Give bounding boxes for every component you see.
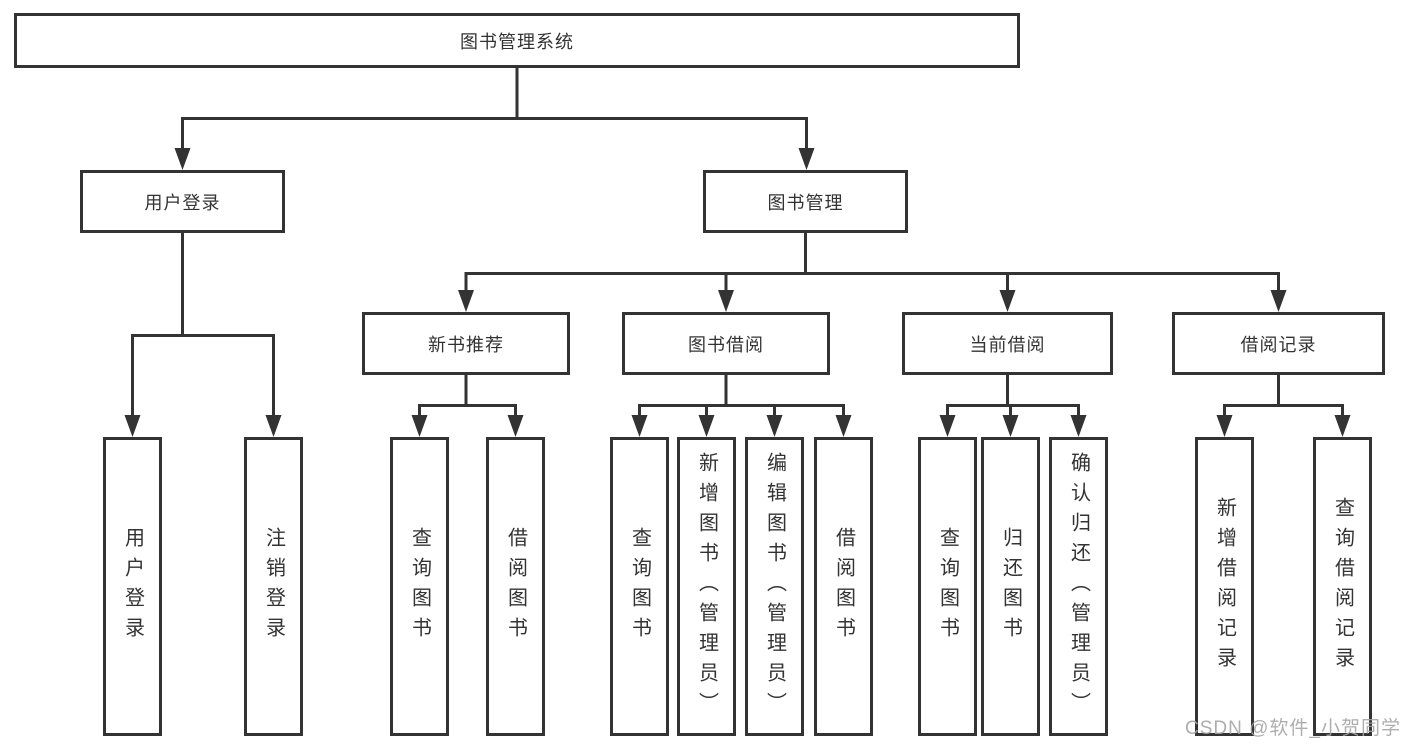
leaf-current-return-books: 归还图书 xyxy=(981,437,1040,736)
leaf-recommend-borrow-books: 借阅图书 xyxy=(486,437,545,736)
node-new-book-recommendation: 新书推荐 xyxy=(362,312,570,375)
csdn-watermark: CSDN @软件_小贺同学 xyxy=(1185,718,1401,739)
node-book-management: 图书管理 xyxy=(703,170,908,233)
arrowheads xyxy=(124,148,1351,437)
leaf-recommend-query-books: 查询图书 xyxy=(390,437,449,736)
leaf-borrowing-borrow-books: 借阅图书 xyxy=(814,437,873,736)
leaf-borrowing-edit-books-admin: 编辑图书（管理员） xyxy=(745,437,804,736)
leaf-records-add-borrow-record: 新增借阅记录 xyxy=(1195,437,1254,736)
leaf-current-query-books: 查询图书 xyxy=(918,437,977,736)
leaf-records-query-borrow-record: 查询借阅记录 xyxy=(1313,437,1372,736)
node-library-management-system: 图书管理系统 xyxy=(14,13,1020,68)
node-user-login: 用户登录 xyxy=(80,170,285,233)
leaf-user-login: 用户登录 xyxy=(103,437,162,736)
leaf-borrowing-add-books-admin: 新增图书（管理员） xyxy=(677,437,736,736)
leaf-borrowing-query-books: 查询图书 xyxy=(610,437,669,736)
node-borrowing-records: 借阅记录 xyxy=(1172,312,1385,375)
node-book-borrowing: 图书借阅 xyxy=(622,312,830,375)
leaf-current-confirm-return-admin: 确认归还（管理员） xyxy=(1049,437,1108,736)
node-current-borrowing: 当前借阅 xyxy=(902,312,1113,375)
leaf-logout: 注销登录 xyxy=(244,437,303,736)
